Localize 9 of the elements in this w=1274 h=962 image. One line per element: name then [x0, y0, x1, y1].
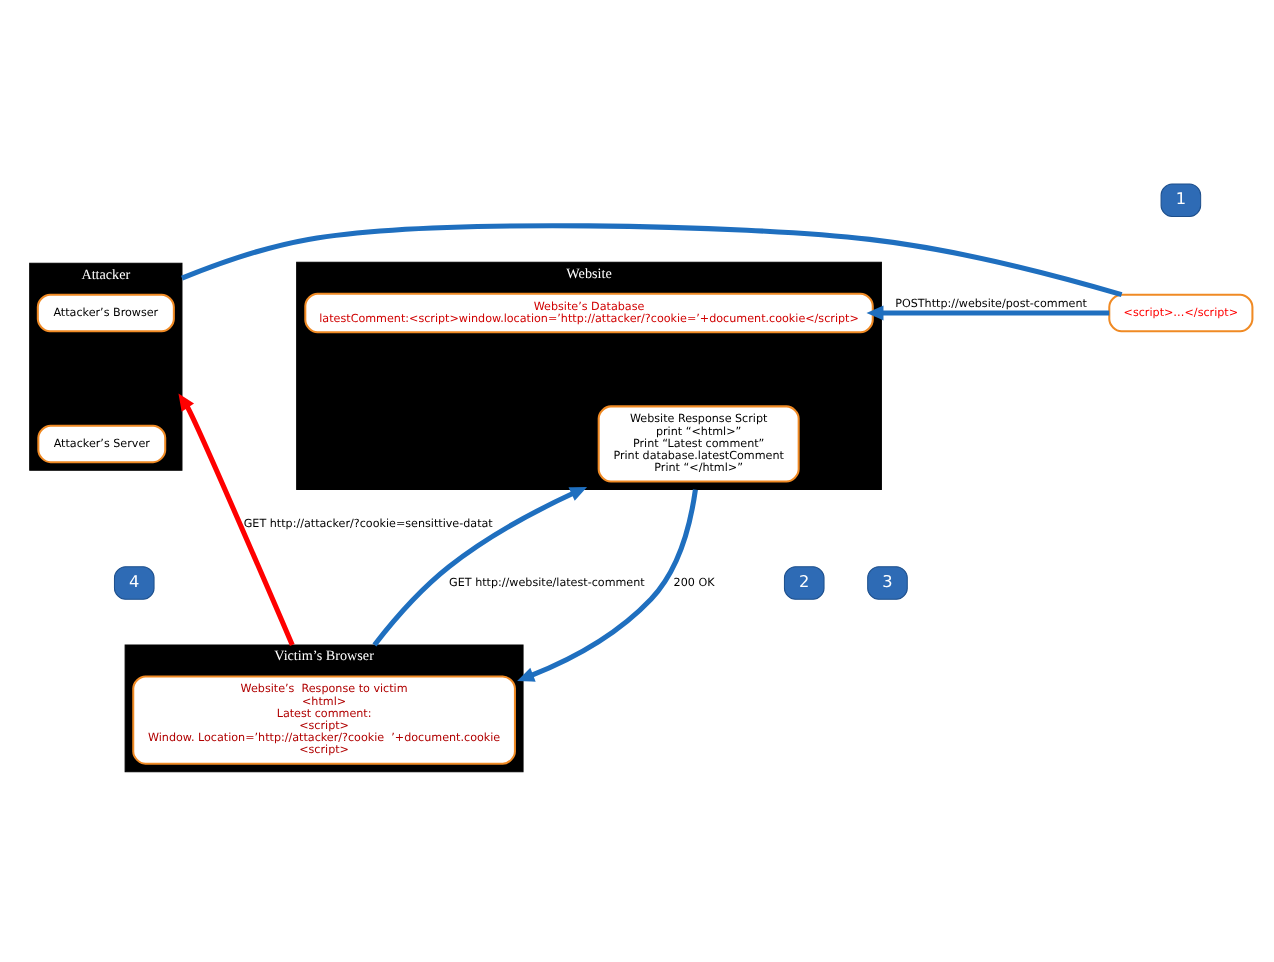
- arrow: [372, 485, 588, 646]
- connector: [181, 222, 1123, 297]
- node-box: 2: [783, 565, 825, 599]
- arrow: [866, 304, 1110, 320]
- node-box: 4: [113, 565, 155, 599]
- arrow: [517, 488, 698, 681]
- node-box: 1: [1160, 182, 1202, 217]
- arrow: [178, 392, 295, 645]
- node-box: 3: [867, 565, 908, 599]
